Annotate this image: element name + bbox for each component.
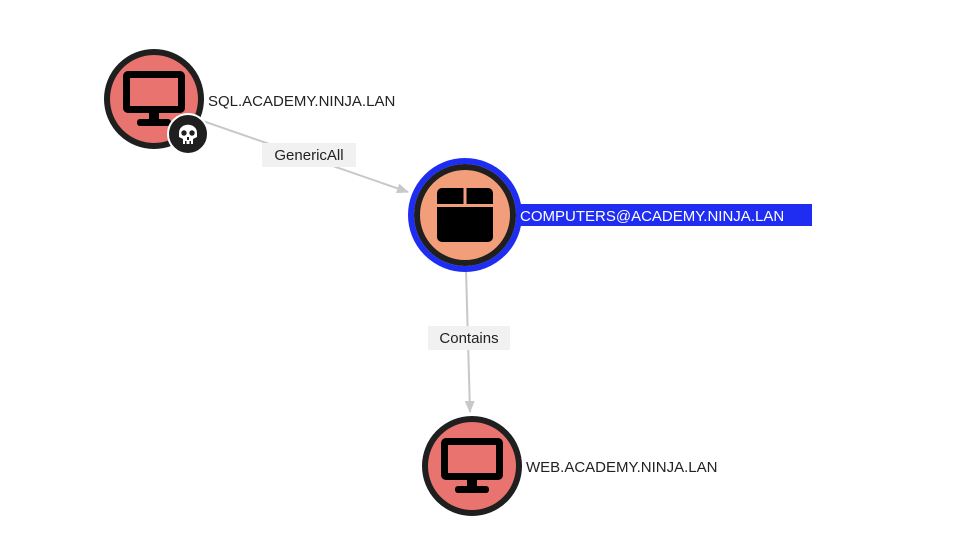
computer-icon [441,438,503,493]
node-sql-label[interactable]: SQL.ACADEMY.NINJA.LAN [208,93,395,110]
edge-genericall-label-bg [262,143,356,167]
computer-icon [123,71,185,126]
edge-contains[interactable]: Contains [428,269,510,413]
skull-icon [167,113,209,155]
node-computers-group[interactable]: COMPUTERS@ACADEMY.NINJA.LAN [408,158,812,272]
box-icon [437,188,493,242]
edge-contains-label-bg [428,326,510,350]
edge-contains-label[interactable]: Contains [439,330,498,347]
node-sql-computer[interactable]: SQL.ACADEMY.NINJA.LAN [104,49,395,155]
node-web-computer[interactable]: WEB.ACADEMY.NINJA.LAN [422,416,717,516]
node-computers-label-highlight [518,204,812,226]
edge-genericall[interactable]: GenericAll [199,119,409,194]
node-web-label[interactable]: WEB.ACADEMY.NINJA.LAN [526,459,717,476]
node-computers-label[interactable]: COMPUTERS@ACADEMY.NINJA.LAN [520,208,784,225]
edge-genericall-label[interactable]: GenericAll [274,147,343,164]
